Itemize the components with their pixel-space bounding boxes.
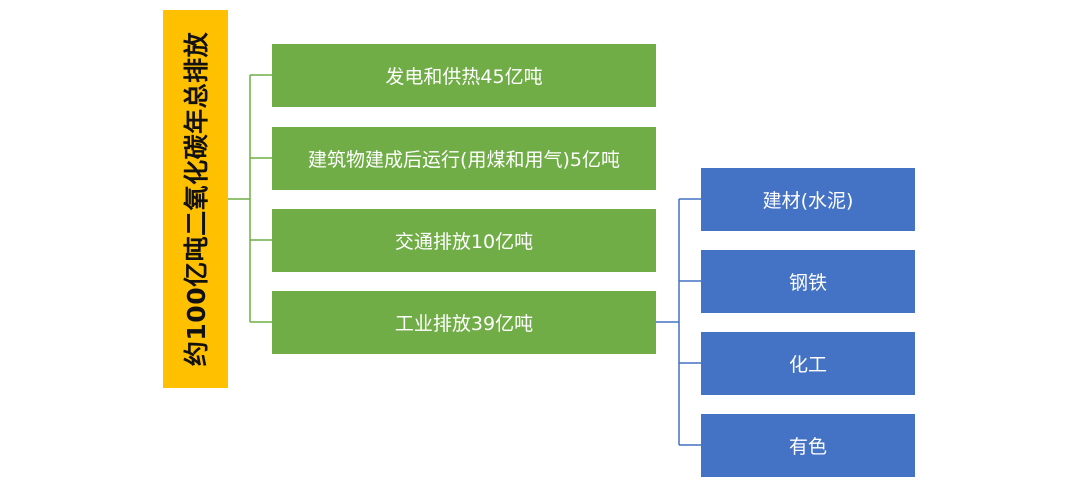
node-power-heat: 发电和供热45亿吨 (272, 44, 656, 107)
root-label: 约100亿吨二氧化碳年总排放 (182, 31, 212, 367)
root-node: 约100亿吨二氧化碳年总排放 (163, 10, 228, 388)
industry-to-sub-connectors (656, 198, 701, 446)
node-transport: 交通排放10亿吨 (272, 209, 656, 272)
node-steel: 钢铁 (701, 250, 915, 313)
root-to-level1-connectors (228, 74, 272, 323)
node-building-materials: 建材(水泥) (701, 168, 915, 231)
node-industry: 工业排放39亿吨 (272, 291, 656, 354)
node-nonferrous: 有色 (701, 414, 915, 477)
node-buildings: 建筑物建成后运行(用煤和用气)5亿吨 (272, 127, 656, 190)
node-chemicals: 化工 (701, 332, 915, 395)
